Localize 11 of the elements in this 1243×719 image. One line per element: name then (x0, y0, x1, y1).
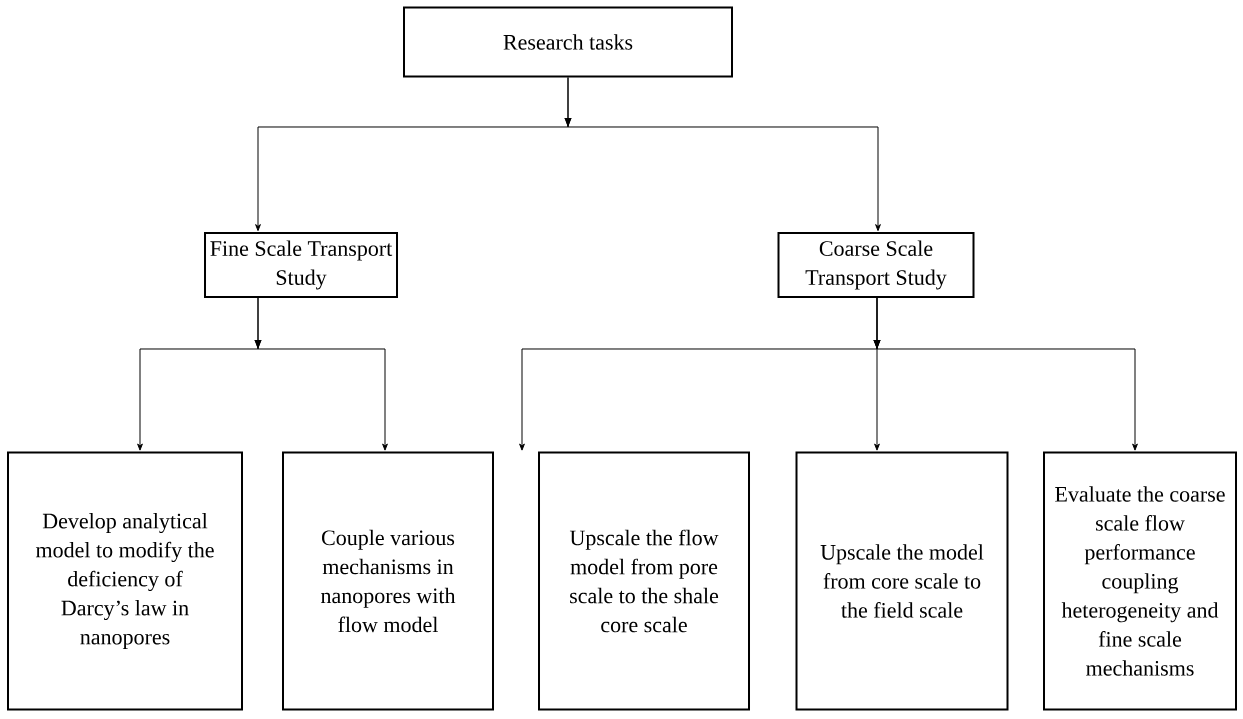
arrow (873, 297, 1138, 451)
task-box: Couple various mechanisms in nanopores with flow model (282, 451, 494, 711)
task-box: Upscale the flow model from pore scale to the shale core scale (538, 451, 750, 711)
task-box: Evaluate the coarse scale flow performance coupling heterogeneity and fine scale mechanisms (1043, 451, 1237, 711)
task-box: Develop analytical model to modify the deficiency of Darcy’s law in nanopores (7, 451, 243, 711)
arrow (254, 297, 388, 451)
root-box: Research tasks (403, 6, 733, 78)
study-box: Coarse Scale Transport Study (777, 232, 975, 298)
arrow (564, 77, 881, 232)
study-box: Fine Scale Transport Study (204, 232, 398, 298)
task-box: Upscale the model from core scale to the field scale (795, 451, 1009, 711)
